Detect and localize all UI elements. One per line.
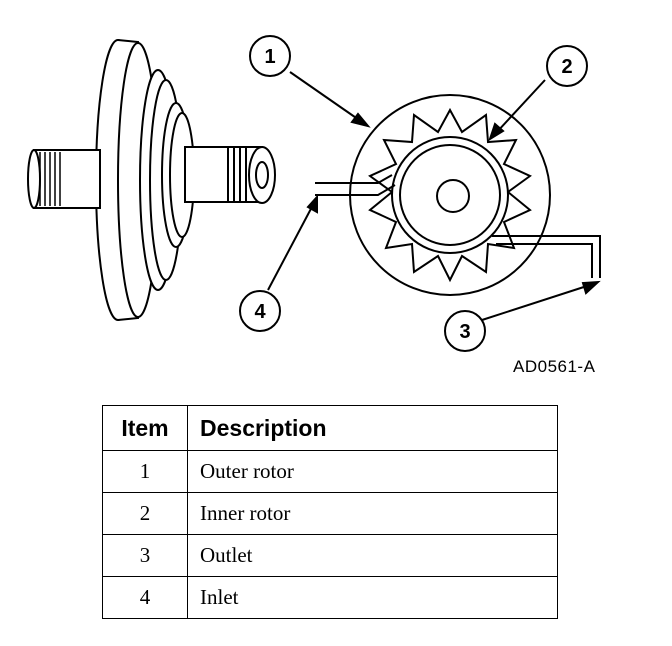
table-row: 4 Inlet <box>102 576 558 619</box>
table-row: 3 Outlet <box>102 534 558 577</box>
pump-rotor-assembly <box>349 94 551 296</box>
callout-3-label: 3 <box>459 321 470 343</box>
leader-lines <box>267 71 601 321</box>
pump-diagram: 1 2 3 4 <box>27 35 601 352</box>
figure-code: AD0561-A <box>513 357 596 376</box>
callout-3: 3 <box>444 310 486 352</box>
callout-2-label: 2 <box>561 56 572 78</box>
table-row: 1 Outer rotor <box>102 450 558 493</box>
item-number: 4 <box>102 576 188 619</box>
passages <box>315 174 601 278</box>
header-description: Description <box>187 405 558 451</box>
callout-1-label: 1 <box>264 46 275 68</box>
callout-4: 4 <box>239 290 281 332</box>
shaft-spline-marks <box>39 152 61 206</box>
callout-2: 2 <box>546 45 588 87</box>
item-description: Inlet <box>187 576 558 619</box>
item-description: Inner rotor <box>187 492 558 535</box>
item-number: 1 <box>102 450 188 493</box>
item-description: Outer rotor <box>187 450 558 493</box>
legend-table: Item Description 1 Outer rotor 2 Inner r… <box>102 405 558 619</box>
shaft-assembly <box>27 39 276 321</box>
item-number: 2 <box>102 492 188 535</box>
table-row: 2 Inner rotor <box>102 492 558 535</box>
callout-4-label: 4 <box>254 301 266 323</box>
item-number: 3 <box>102 534 188 577</box>
header-item: Item <box>102 405 188 451</box>
callout-1: 1 <box>249 35 291 77</box>
legend-header-row: Item Description <box>102 405 558 451</box>
item-description: Outlet <box>187 534 558 577</box>
